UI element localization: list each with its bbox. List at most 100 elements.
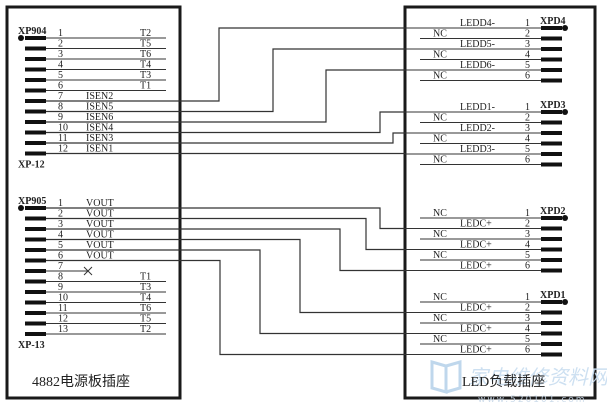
pin: 5NC [420, 334, 562, 346]
pin-number: 2 [525, 113, 530, 124]
pin-terminal [25, 57, 46, 61]
pin-number: 1 [525, 292, 530, 303]
pin-signal: NC [433, 313, 447, 324]
pin-signal: T4 [140, 293, 151, 304]
pin-number: 3 [58, 219, 63, 230]
pin-signal: LEDC+ [460, 261, 492, 272]
pin-signal: T2 [140, 324, 151, 335]
pin-number: 6 [58, 251, 63, 262]
pin-number: 4 [525, 240, 530, 251]
pin-signal: NC [433, 208, 447, 219]
pin-terminal [541, 152, 562, 156]
pin-number: 4 [58, 60, 63, 71]
pin-signal: VOUT [86, 198, 114, 209]
pin-number: 4 [525, 324, 530, 335]
pin1-marker-icon [562, 109, 568, 115]
pin-terminal [25, 269, 46, 273]
wire-isen2 [46, 27, 405, 102]
pin: 10 ISEN4 [25, 123, 113, 135]
connector-name: XPD1 [540, 290, 566, 301]
pin-number: 12 [58, 314, 68, 325]
pin: 5NC [420, 250, 562, 262]
right-board-box [403, 5, 597, 400]
wire-isen5 [46, 48, 405, 113]
pin-number: 8 [58, 102, 63, 113]
left-board-title: 4882电源板插座 [32, 374, 130, 390]
pin-terminal [541, 258, 562, 262]
pin1-marker-icon [562, 299, 568, 305]
pin-signal: T1 [140, 272, 151, 283]
pin-terminal [25, 279, 46, 284]
pin-signal: LEDD2- [460, 123, 495, 134]
pin1-marker-icon [562, 215, 568, 221]
connector-xpd1: XPD1 [540, 290, 566, 301]
pin: 1NC [420, 292, 568, 305]
pin-number: 4 [525, 134, 530, 145]
pin-terminal [541, 216, 562, 220]
pin-terminal [541, 268, 562, 273]
watermark-book-icon [430, 360, 462, 394]
pin-terminal [25, 237, 46, 242]
pin-number: 6 [58, 81, 63, 92]
pin: 6NC [420, 71, 562, 83]
pin-terminal [541, 237, 562, 241]
pin-number: 10 [58, 123, 68, 134]
pin-terminal [541, 352, 562, 357]
wire-vout [46, 207, 405, 230]
pin-signal: LEDD4- [460, 18, 495, 29]
connector-footer: XP-12 [18, 160, 45, 171]
pin-terminal [25, 67, 46, 72]
pin: 2NC [420, 29, 562, 41]
wire-vout [46, 228, 405, 272]
pin-number: 4 [525, 50, 530, 61]
pin-terminal [25, 258, 46, 263]
pin1-marker-icon [18, 205, 24, 211]
pin-terminal [541, 68, 562, 72]
pin-signal: T2 [140, 28, 151, 39]
pin: 3NC [420, 229, 562, 241]
pin-number: 9 [58, 282, 63, 293]
wire-vout [46, 238, 405, 314]
pin-number: 3 [58, 49, 63, 60]
pin-number: 7 [58, 261, 63, 272]
pin-signal: T5 [140, 314, 151, 325]
pin-terminal [25, 130, 46, 135]
pin-number: 2 [525, 303, 530, 314]
pin-signal: ISEN5 [86, 102, 113, 113]
pin-terminal [541, 36, 562, 41]
pin-terminal [25, 332, 46, 336]
pin-terminal [541, 321, 562, 325]
connector-xpd4: XPD4 [540, 16, 566, 27]
pin-number: 4 [58, 230, 63, 241]
no-connect-x-icon [83, 266, 93, 276]
connector-name: XPD3 [540, 100, 566, 111]
pin-number: 5 [525, 334, 530, 345]
pin-number: 12 [58, 144, 68, 155]
pin1-marker-icon [18, 35, 24, 41]
connector-footer: XP-13 [18, 340, 45, 351]
pin-signal: NC [433, 71, 447, 82]
pin-signal: T3 [140, 70, 151, 81]
pin-terminal [25, 151, 46, 156]
pin-terminal [541, 310, 562, 315]
pin-signal: VOUT [86, 209, 114, 220]
pin-number: 13 [58, 324, 68, 335]
pin-terminal [25, 321, 46, 326]
right-board: XPD41LEDD4-2NC3LEDD5-4NC5LEDD6-6NCXPD31L… [405, 16, 568, 357]
pin-signal: ISEN2 [86, 91, 113, 102]
pin-signal: ISEN4 [86, 123, 113, 134]
